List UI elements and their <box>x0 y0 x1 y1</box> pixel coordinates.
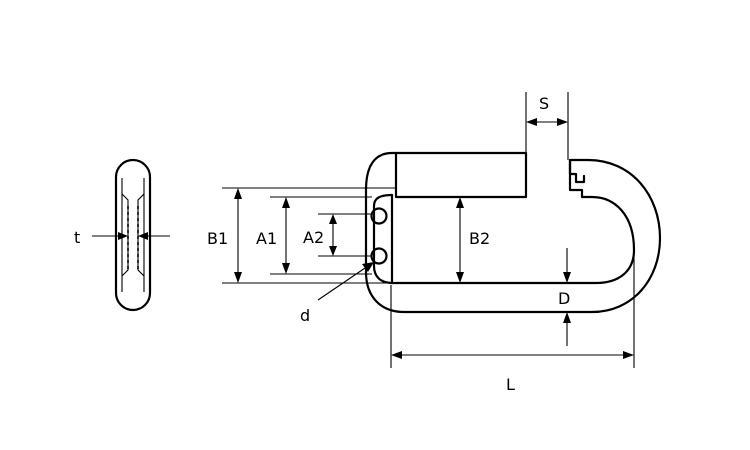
label-b2: B2 <box>469 229 490 248</box>
s-arrow-left <box>526 118 537 126</box>
gate-latch <box>394 151 528 199</box>
label-b1: B1 <box>207 229 228 248</box>
front-view <box>364 151 662 314</box>
d-arrow <box>362 262 374 272</box>
b1-arrow-bottom <box>234 272 242 283</box>
a2-arrow-bottom <box>329 246 337 256</box>
label-t: t <box>74 228 80 247</box>
a2-arrow-top <box>329 214 337 224</box>
dimension-l <box>390 252 635 368</box>
t-arrow-right <box>138 232 148 240</box>
nose-hook <box>568 158 586 184</box>
a1-arrow-bottom <box>282 263 290 274</box>
dimension-b2 <box>456 197 464 283</box>
side-view <box>92 158 170 312</box>
t-arrow-left <box>118 232 128 240</box>
dimension-a1 <box>270 196 372 275</box>
dimension-b1 <box>222 187 396 284</box>
l-arrow-right <box>623 351 634 359</box>
b1-arrow-top <box>234 188 242 199</box>
label-a2: A2 <box>303 228 324 247</box>
l-arrow-left <box>391 351 402 359</box>
body-outer-contour <box>364 151 662 314</box>
label-a1: A1 <box>256 229 277 248</box>
label-s: S <box>539 94 549 113</box>
side-view-outline <box>114 158 152 312</box>
dd-arrow-top <box>563 272 571 283</box>
b2-arrow-bottom <box>456 272 464 283</box>
s-arrow-right <box>557 118 568 126</box>
label-d-wire: D <box>558 289 570 308</box>
dimension-d-leader <box>317 262 374 301</box>
b2-arrow-top <box>456 197 464 208</box>
label-d: d <box>300 306 310 325</box>
label-l: L <box>506 375 515 394</box>
pin-top <box>370 207 388 225</box>
a1-arrow-top <box>282 197 290 208</box>
dd-arrow-bottom <box>563 312 571 323</box>
dimension-a2 <box>318 213 372 257</box>
dimension-d-wire <box>563 248 571 346</box>
side-view-recess <box>121 193 145 277</box>
dimension-s <box>525 92 569 160</box>
